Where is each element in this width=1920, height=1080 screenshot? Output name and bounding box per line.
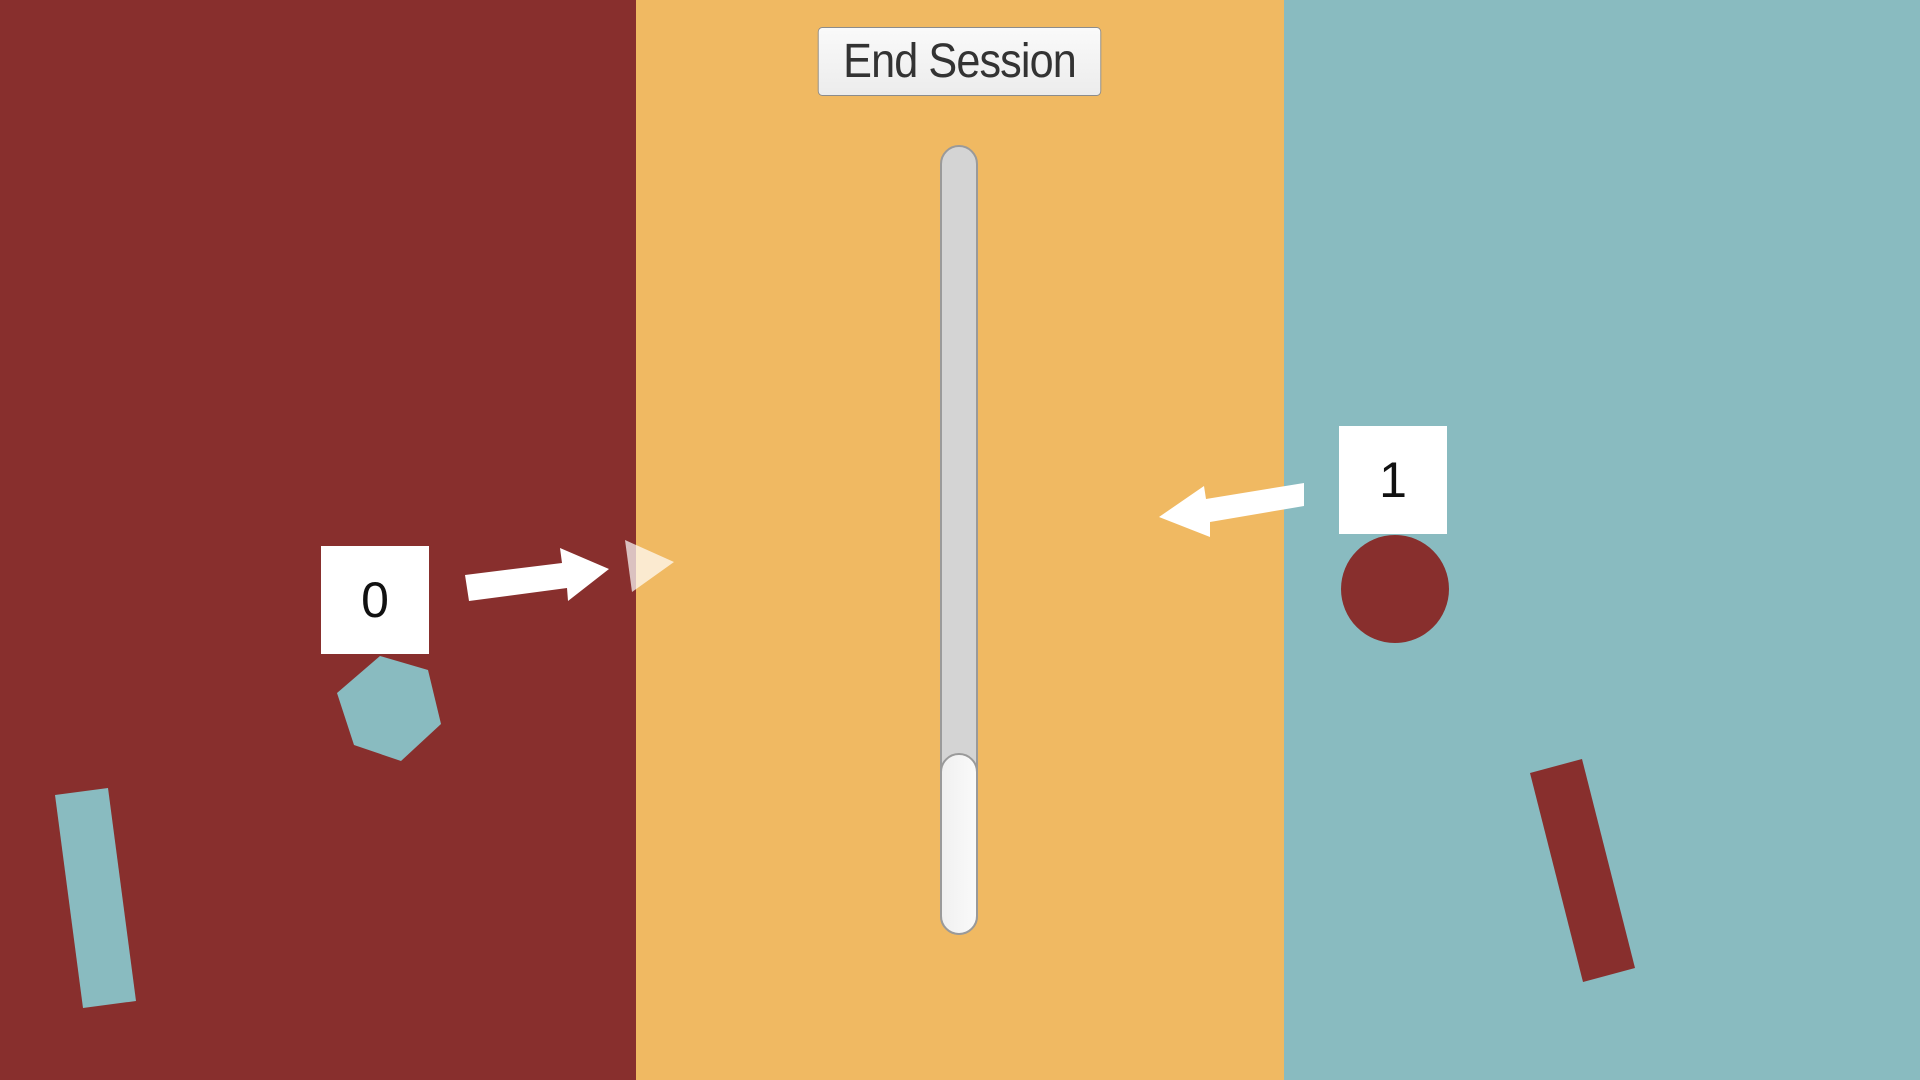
right-player-panel	[1284, 0, 1920, 1080]
end-session-button[interactable]: End Session	[817, 27, 1102, 96]
left-player-panel	[0, 0, 636, 1080]
score-left: 0	[321, 546, 429, 654]
vertical-slider-thumb[interactable]	[940, 753, 978, 935]
score-right: 1	[1339, 426, 1447, 534]
